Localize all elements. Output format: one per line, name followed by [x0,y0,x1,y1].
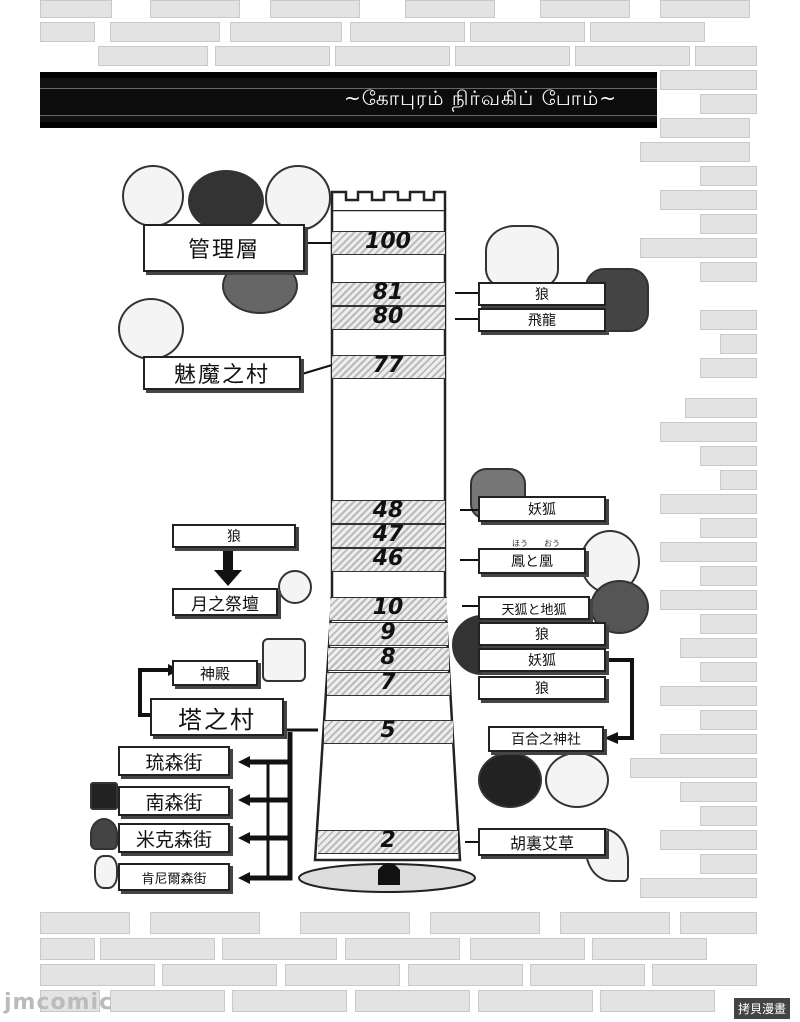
label-tenko-chiko: 天狐と地狐 [478,596,590,620]
floor-band-5 [324,720,453,744]
floor-band-47 [332,524,445,548]
watermark-right: 拷貝漫畫 [734,998,791,1019]
lily-shrine-girl-2-icon [545,752,609,808]
label-shrine: 神殿 [172,660,258,686]
floor-label-9: 9 [380,620,396,645]
label-phoenix: 鳳と凰 [478,548,586,574]
label-tower-village: 塔之村 [150,698,284,736]
label-youko-8: 妖狐 [478,648,606,672]
label-phoenix-furigana: ほう おう [512,539,560,548]
label-lily-shrine-text: 百合之神社 [511,732,581,748]
label-flying-dragon: 飛龍 [478,308,606,332]
label-youko-48: 妖狐 [478,496,606,522]
floor-label-2: 2 [380,828,396,853]
label-phoenix-text: 鳳と凰 [511,554,553,570]
wolf-head-icon [485,225,559,289]
floor-label-80: 80 [372,304,404,329]
shrine-bell-icon [262,638,306,682]
label-wolf-9: 狼 [478,622,606,646]
floor-band-10 [330,597,447,621]
banner-title: ~கோபுரம் நிர்வகிப் போம்~ [343,86,617,110]
label-admin-floor-text: 管理層 [187,238,260,263]
floor-label-7: 7 [380,670,396,695]
floor-band-81 [332,282,445,306]
label-hu-li-ai-cao: 胡裏艾草 [478,828,606,856]
label-moon-altar: 月之祭壇 [172,588,278,616]
label-wolf-7-text: 狼 [535,681,549,697]
label-kenir-forest-street-text: 肯尼爾森街 [141,871,207,887]
label-ryu-forest-street: 琉森街 [118,746,230,776]
label-wolf-9-text: 狼 [535,627,549,643]
floor-band-46 [332,548,445,572]
floor-band-48 [332,500,445,524]
label-admin-floor: 管理層 [143,224,305,272]
label-mik-forest-street-text: 米克森街 [135,828,212,851]
label-wolf-81: 狼 [478,282,606,306]
label-youko-8-text: 妖狐 [528,653,556,669]
floor-band-9 [329,622,448,646]
floor-band-7 [327,672,450,696]
label-mik-forest-street: 米克森街 [118,823,230,853]
crystal-ball-icon [278,570,312,604]
floor-label-100: 100 [365,229,411,254]
label-wolf-left: 狼 [172,524,296,548]
floor-band-100 [332,231,445,255]
title-banner: ~கோபுரம் நிர்வகிப் போம்~ [40,72,657,128]
character-head-1-icon [122,165,184,227]
label-tower-village-text: 塔之村 [178,705,256,734]
floor-label-46: 46 [372,546,404,571]
label-shrine-text: 神殿 [199,664,230,683]
lily-shrine-girl-1-icon [478,752,542,808]
label-youko-48-text: 妖狐 [528,502,556,518]
label-south-forest-street: 南森街 [118,786,230,816]
label-succubus-village-text: 魅魔之村 [173,363,270,388]
watermark-left: jmcomic [4,990,114,1015]
label-south-forest-street-text: 南森街 [145,791,203,814]
label-wolf-81-text: 狼 [535,287,549,303]
label-wolf-7: 狼 [478,676,606,700]
label-wolf-left-text: 狼 [227,529,241,545]
label-tenko-chiko-text: 天狐と地狐 [501,602,567,618]
floor-band-8 [328,647,449,671]
label-kenir-forest-street: 肯尼爾森街 [118,863,230,891]
floor-label-8: 8 [380,645,396,670]
hammer-icon [90,782,118,810]
corn-icon [94,855,118,889]
label-moon-altar-text: 月之祭壇 [191,594,259,615]
floor-label-10: 10 [372,595,404,620]
floor-label-48: 48 [372,498,404,523]
floor-band-2 [318,830,458,854]
floor-label-81: 81 [372,280,404,305]
floor-label-77: 77 [372,353,404,378]
label-lily-shrine: 百合之神社 [488,726,604,752]
floor-label-5: 5 [380,718,396,743]
label-succubus-village: 魅魔之村 [143,356,301,390]
banner-stripe: ~கோபுரம் நிர்வகிப் போம்~ [40,86,657,116]
fire-icon [90,818,118,850]
floor-label-47: 47 [372,522,404,547]
floor-band-80 [332,306,445,330]
label-flying-dragon-text: 飛龍 [528,313,556,329]
label-hu-li-ai-cao-text: 胡裏艾草 [509,834,574,853]
label-ryu-forest-street-text: 琉森街 [145,751,203,774]
floor-band-77 [332,355,445,379]
